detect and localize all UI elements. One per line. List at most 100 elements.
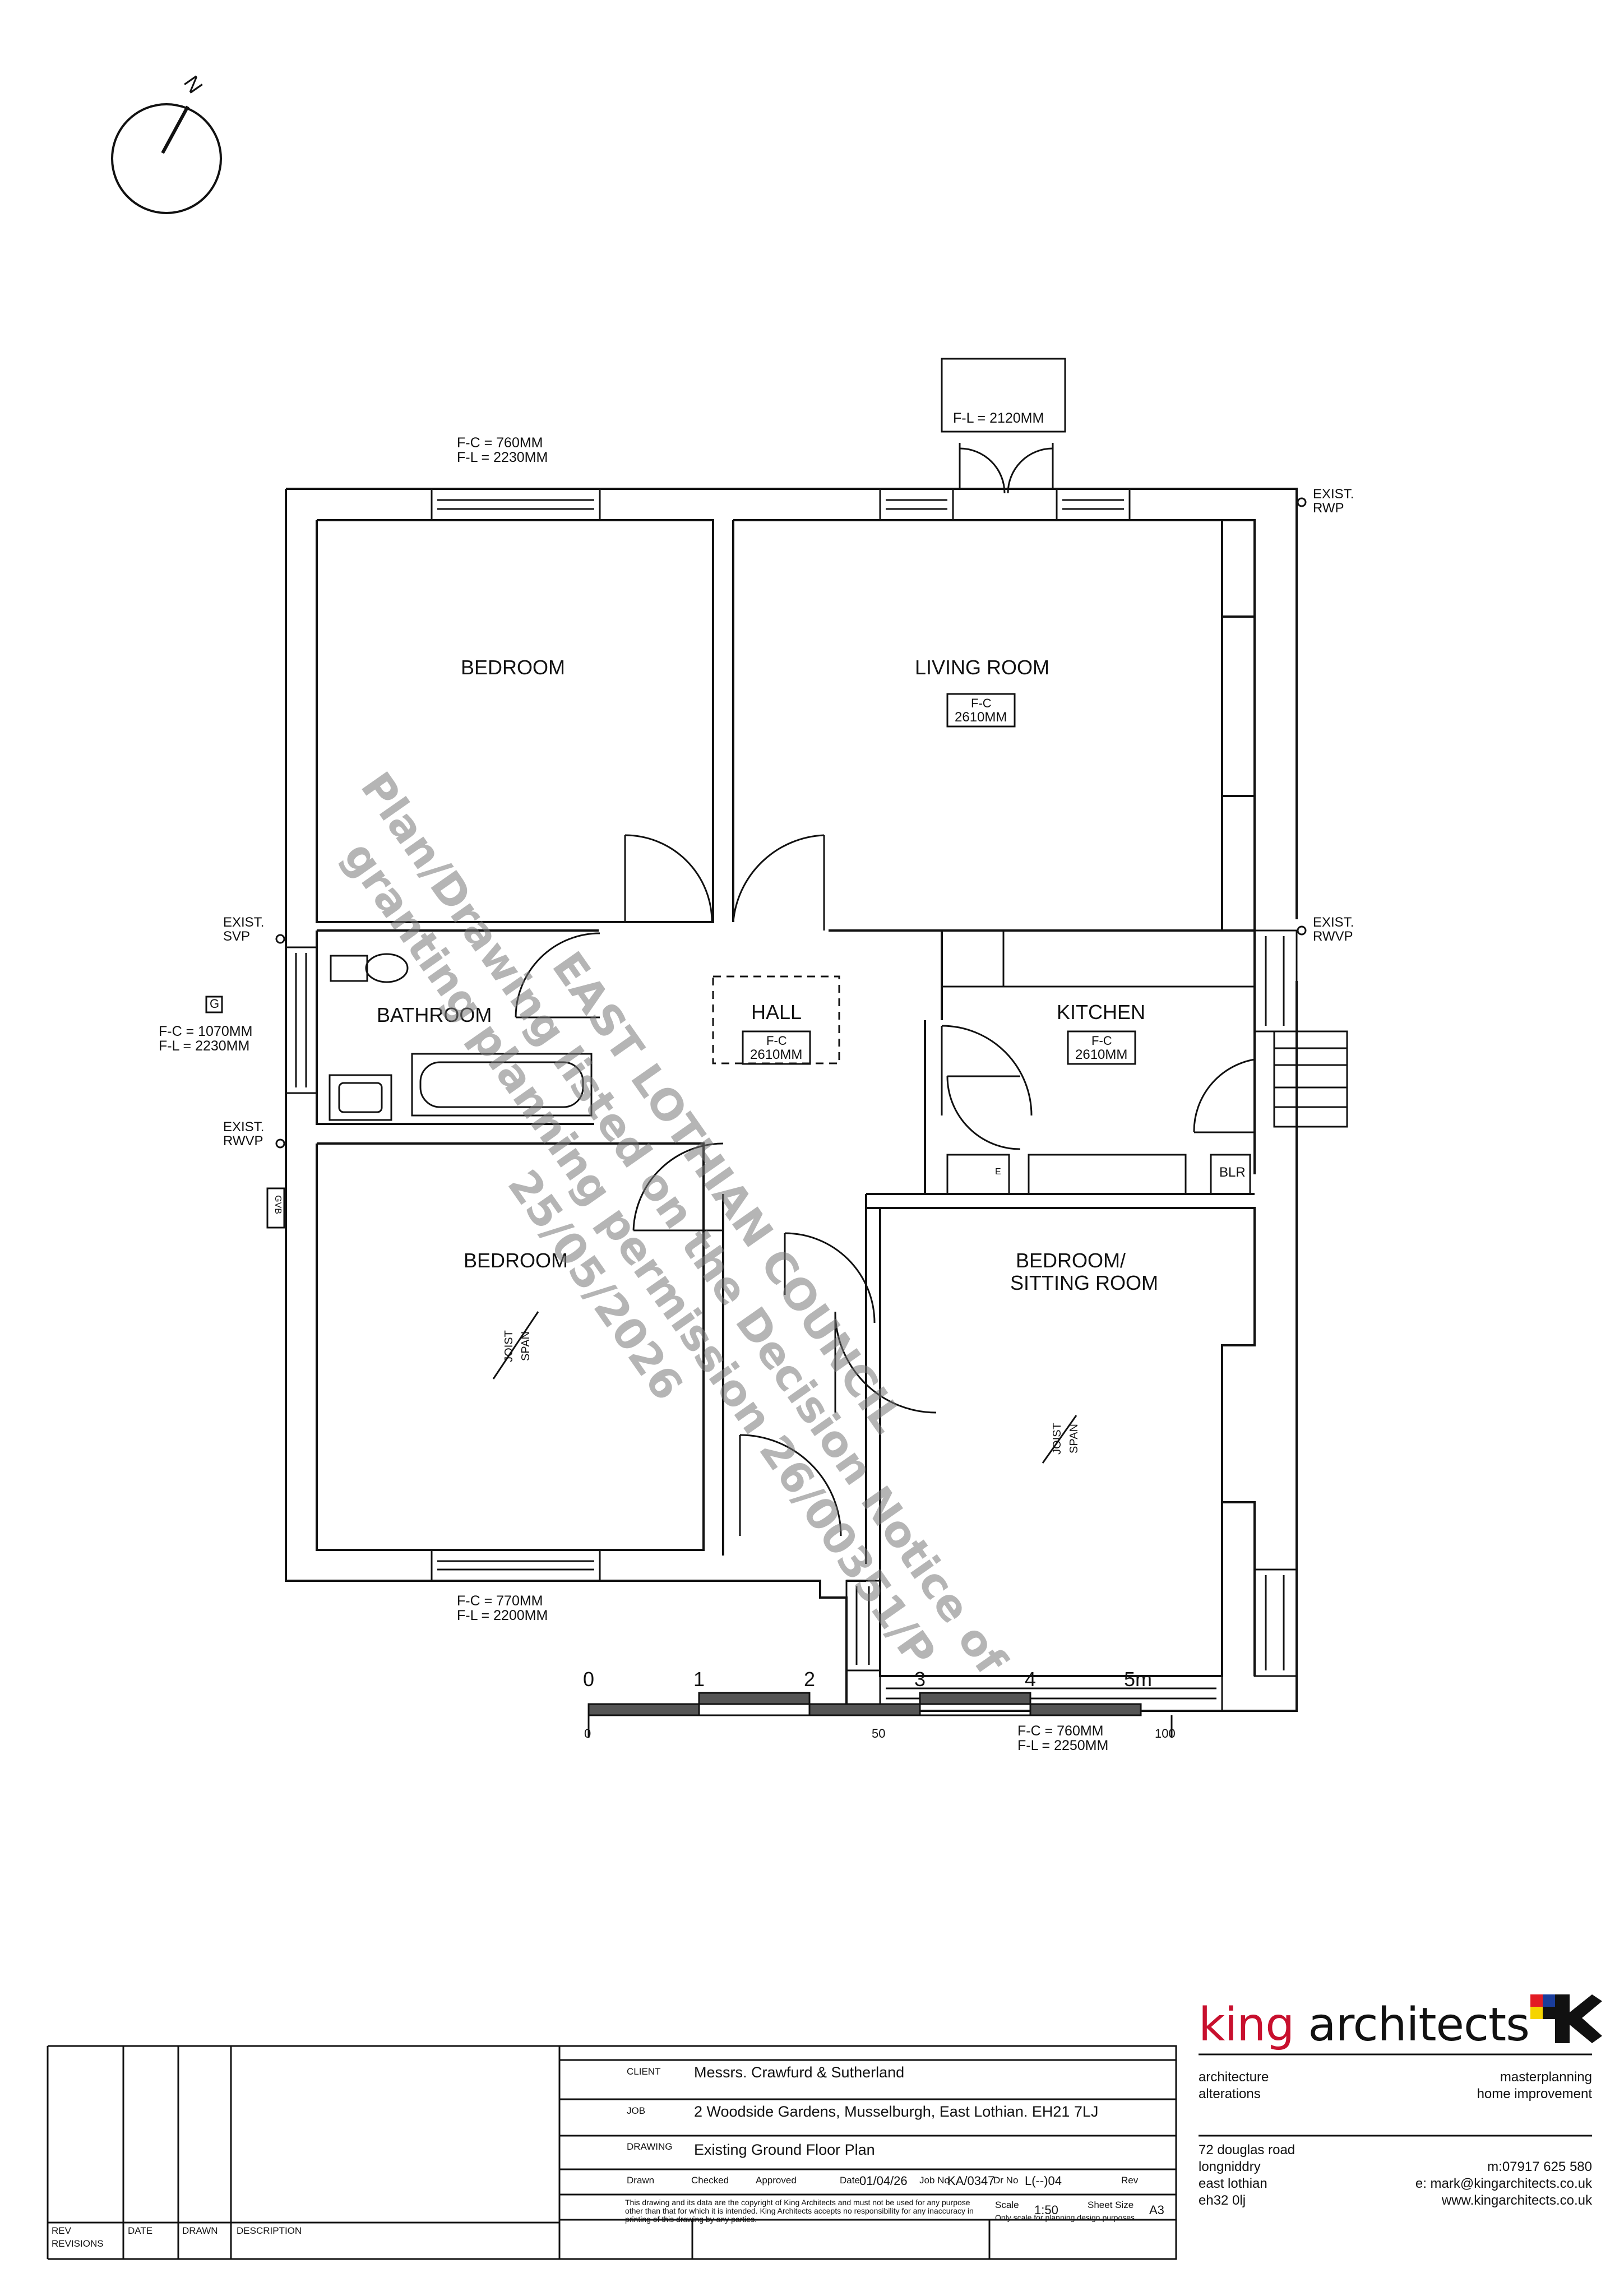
tb-approved-label: Approved — [756, 2175, 797, 2186]
tb-drawn-label: Drawn — [627, 2175, 655, 2186]
company-phone: m:07917 625 580 — [1487, 2159, 1592, 2174]
room-label-bedroom-sitting-2: SITTING ROOM — [1010, 1271, 1158, 1294]
tb-scale-note: Only scale for planning design purposes — [995, 2213, 1135, 2222]
note-exist-rwvp-right-2: RWVP — [1313, 929, 1353, 944]
company-service-2: alterations — [1199, 2086, 1261, 2101]
tb-job-value: 2 Woodside Gardens, Musselburgh, East Lo… — [694, 2103, 1099, 2120]
room-label-bathroom: BATHROOM — [377, 1003, 492, 1026]
company-address-4: eh32 0lj — [1199, 2193, 1246, 2208]
room-label-bedroom-bottom: BEDROOM — [464, 1249, 568, 1272]
note-exist-rwvp-left-2: RWVP — [223, 1133, 263, 1149]
dim-top-left-2: F-L = 2230MM — [457, 450, 548, 465]
living-fc-label: F-C — [971, 696, 992, 710]
tb-rev-label: Rev — [1121, 2175, 1139, 2186]
scale-bar — [587, 1692, 1173, 1738]
rev-description-label: DESCRIPTION — [237, 2225, 302, 2236]
tb-drawing-value: Existing Ground Floor Plan — [694, 2141, 875, 2158]
tb-jobno-value: KA/0347 — [947, 2174, 995, 2188]
dim-bottom-right-2: F-L = 2250MM — [1017, 1738, 1109, 1753]
joist-span-2a: JOIST — [1051, 1423, 1063, 1455]
room-label-hall: HALL — [751, 1001, 802, 1024]
north-arrow-line — [161, 105, 189, 154]
joist-span-1b: SPAN — [519, 1331, 532, 1361]
dim-left-mid-1: F-C = 1070MM — [159, 1024, 253, 1039]
kitchen-fc-label: F-C — [1091, 1034, 1112, 1048]
rev-label: REV — [52, 2225, 71, 2236]
tb-drno-label: Dr No — [993, 2175, 1019, 2186]
title-block-frame — [47, 2045, 1592, 2260]
tb-sheet-value: A3 — [1149, 2203, 1164, 2217]
joist-span-1a: JOIST — [502, 1330, 515, 1362]
company-address-2: longniddry — [1199, 2159, 1261, 2174]
gvb-box — [266, 1187, 285, 1229]
hall-fc-box — [742, 1030, 811, 1065]
dim-left-mid-2: F-L = 2230MM — [159, 1038, 250, 1054]
scale-label-2: 2 — [804, 1668, 816, 1691]
dim-top-left-1: F-C = 760MM — [457, 435, 543, 451]
tb-sheet-label: Sheet Size — [1088, 2200, 1134, 2210]
company-name: king architects — [1199, 1998, 1530, 2052]
tb-drawing-label: DRAWING — [627, 2141, 673, 2152]
rev-drawn-label: DRAWN — [182, 2225, 218, 2236]
living-fc-value: 2610MM — [955, 710, 1007, 725]
note-g-mark: G — [210, 997, 220, 1011]
company-logo — [1530, 1994, 1602, 2043]
joist-span-2b: SPAN — [1067, 1424, 1080, 1453]
revisions-label: REVISIONS — [52, 2238, 104, 2249]
room-label-bedroom-top: BEDROOM — [461, 656, 566, 679]
company-email: e: mark@kingarchitects.co.uk — [1415, 2176, 1592, 2191]
scale-small-50: 50 — [872, 1726, 886, 1740]
dim-bottom-right-1: F-C = 760MM — [1017, 1723, 1104, 1739]
tb-copyright: This drawing and its data are the copyri… — [625, 2198, 974, 2224]
scale-small-100: 100 — [1155, 1726, 1176, 1740]
note-exist-rwp-2: RWP — [1313, 501, 1344, 516]
company-name-part2: architects — [1294, 1998, 1530, 2052]
tb-checked-label: Checked — [691, 2175, 729, 2186]
company-service-4: home improvement — [1477, 2086, 1592, 2101]
rev-date-label: DATE — [128, 2225, 153, 2236]
note-exist-svp-2: SVP — [223, 929, 251, 944]
tb-client-label: CLIENT — [627, 2066, 661, 2077]
scale-label-0: 0 — [583, 1668, 595, 1691]
scale-label-4: 4 — [1025, 1668, 1037, 1691]
tb-scale-label: Scale — [995, 2200, 1019, 2210]
doors — [515, 358, 1348, 1536]
tb-client-value: Messrs. Crawfurd & Sutherland — [694, 2064, 905, 2081]
company-address-1: 72 douglas road — [1199, 2142, 1296, 2158]
tb-date-label: Date — [840, 2175, 860, 2186]
tb-date-value: 01/04/26 — [859, 2174, 908, 2188]
room-label-kitchen: KITCHEN — [1057, 1001, 1146, 1024]
north-arrow-circle — [111, 103, 222, 214]
hall-fc-value: 2610MM — [750, 1047, 803, 1062]
dim-door-top: F-L = 2120MM — [953, 410, 1044, 426]
note-exist-rwvp-right-1: EXIST. — [1313, 915, 1354, 930]
scale-label-5m: 5m — [1124, 1668, 1153, 1691]
scale-label-3: 3 — [914, 1668, 926, 1691]
note-gvb: GVB — [272, 1195, 283, 1214]
tb-drno-value: L(--)04 — [1025, 2174, 1062, 2188]
tb-scale-value: 1:50 — [1034, 2203, 1058, 2217]
note-exist-rwp-1: EXIST. — [1313, 487, 1354, 502]
note-exist-svp-1: EXIST. — [223, 915, 265, 930]
kitchen-fc-box — [1067, 1030, 1136, 1065]
company-service-1: architecture — [1199, 2070, 1269, 2085]
company-service-3: masterplanning — [1500, 2070, 1592, 2085]
room-label-bedroom-sitting-1: BEDROOM/ — [1016, 1249, 1126, 1272]
company-web: www.kingarchitects.co.uk — [1441, 2193, 1592, 2208]
company-name-part1: king — [1199, 1998, 1294, 2052]
kitchen-fc-value: 2610MM — [1075, 1047, 1128, 1062]
dim-bottom-left-2: F-L = 2200MM — [457, 1608, 548, 1623]
g-box — [205, 996, 223, 1013]
hall-fc-label: F-C — [766, 1034, 787, 1048]
scale-small-0: 0 — [584, 1726, 591, 1740]
living-fc-box — [946, 693, 1016, 728]
room-label-living-room: LIVING ROOM — [915, 656, 1050, 679]
tb-jobno-label: Job No — [919, 2175, 950, 2186]
note-e-mark: E — [995, 1167, 1001, 1177]
scale-label-1: 1 — [693, 1668, 705, 1691]
dim-bottom-left-1: F-C = 770MM — [457, 1593, 543, 1609]
fittings — [328, 931, 1255, 1195]
tb-job-label: JOB — [627, 2105, 646, 2116]
note-blr: BLR — [1219, 1165, 1246, 1180]
